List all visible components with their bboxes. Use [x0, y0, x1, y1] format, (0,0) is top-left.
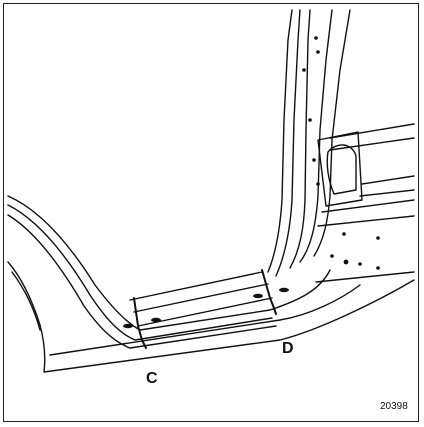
figure-reference-number: 20398: [380, 401, 408, 412]
sill-channel-mid: [133, 283, 269, 313]
quarter-mid-line: [361, 175, 415, 185]
quarter-mid-line-2: [359, 189, 415, 197]
hole-1: [302, 68, 306, 72]
pillar-inner-left: [275, 9, 301, 277]
sill-outer-contour: [7, 195, 331, 331]
weld-spot-c1: [123, 323, 133, 329]
sill-flange: [49, 284, 361, 356]
hole-12: [376, 266, 380, 270]
hole-8: [330, 254, 334, 258]
cut-line-c: [133, 297, 147, 349]
quarter-belt-line: [329, 137, 415, 151]
quarter-base-line: [317, 215, 415, 227]
pillar-web-1: [289, 9, 311, 269]
quarter-bottom-edge: [315, 271, 415, 283]
hole-10: [358, 262, 362, 266]
hole-11: [376, 236, 380, 240]
access-opening-frame: [317, 131, 363, 207]
sill-channel-low: [137, 297, 273, 327]
hole-3: [316, 50, 320, 54]
hole-9: [343, 259, 349, 265]
sill-channel-top: [129, 271, 263, 301]
sill-inner-contour-1: [7, 204, 273, 341]
weld-spot-d1: [253, 293, 263, 299]
weld-spot-c2: [151, 317, 161, 323]
sill-lower-edge: [7, 261, 415, 373]
callout-d: D: [282, 340, 294, 357]
cut-line-d: [261, 269, 277, 315]
hole-6: [316, 182, 320, 186]
pillar-outer-left: [267, 9, 293, 273]
hole-2: [314, 36, 318, 40]
hole-4: [308, 118, 312, 122]
sill-inner-contour-2: [7, 214, 277, 349]
weld-spot-d2: [279, 287, 289, 293]
pillar-web-2: [299, 9, 333, 263]
weld-marks: [123, 36, 380, 329]
hole-7: [342, 232, 346, 236]
quarter-upper-line: [329, 123, 415, 139]
access-opening-hole: [326, 144, 357, 195]
quarter-lower-line: [321, 199, 415, 213]
sill-lower-edge-2: [11, 271, 41, 331]
hole-5: [312, 158, 316, 162]
callout-c: C: [146, 370, 158, 387]
